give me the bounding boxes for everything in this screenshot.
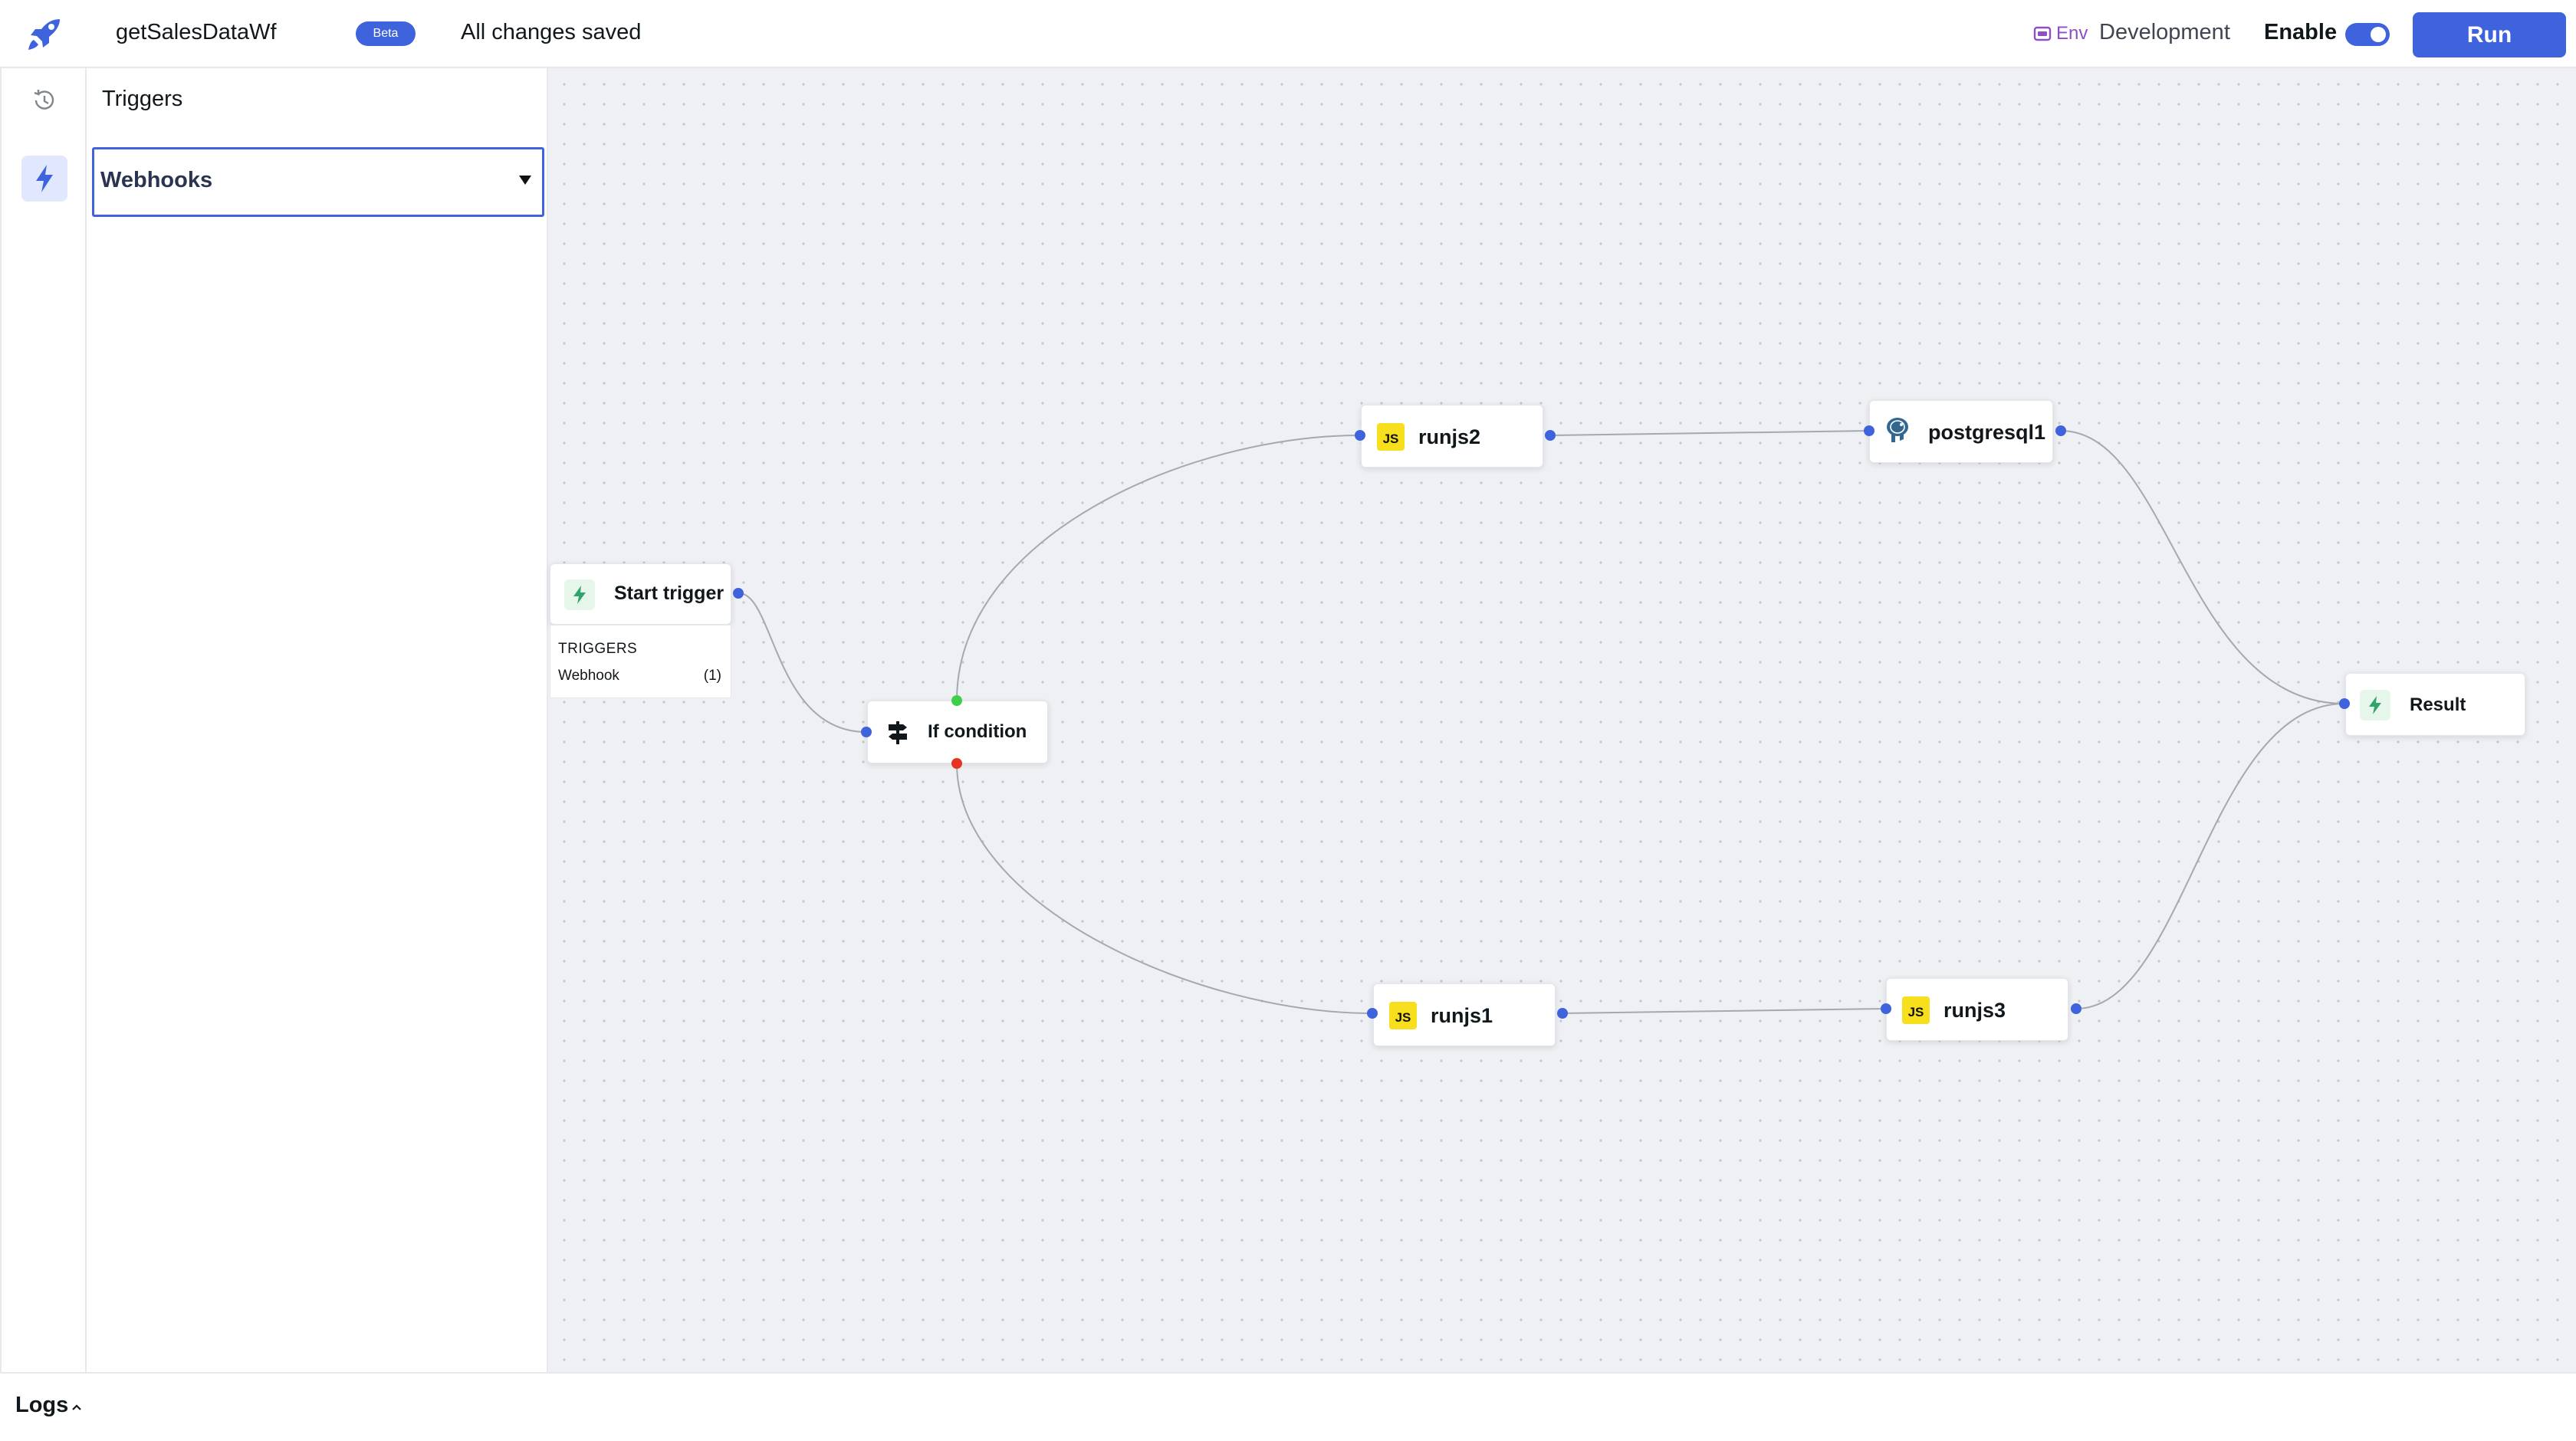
- chevron-up-icon[interactable]: [71, 1401, 83, 1413]
- if-condition-node[interactable]: If condition: [867, 701, 1048, 763]
- trigger-item-name[interactable]: Webhook: [558, 668, 619, 684]
- trigger-type-select[interactable]: Webhooks: [92, 147, 544, 217]
- result-icon: [2360, 690, 2390, 720]
- top-bar: getSalesDataWf Beta All changes saved En…: [0, 0, 2576, 68]
- javascript-icon: JS: [1389, 1002, 1417, 1029]
- if-condition-true-handle[interactable]: [951, 695, 962, 706]
- start-trigger-node[interactable]: Start trigger: [550, 563, 731, 625]
- if-condition-false-handle[interactable]: [951, 758, 962, 769]
- trigger-item-count: (1): [703, 668, 721, 684]
- start-trigger-label: Start trigger: [614, 583, 724, 604]
- panel-title: Triggers: [102, 87, 183, 111]
- runjs2-label: runjs2: [1418, 425, 1481, 448]
- postgresql1-out-handle[interactable]: [2055, 425, 2066, 436]
- start-trigger-out-handle[interactable]: [733, 588, 744, 599]
- triggers-panel: Triggers Webhooks: [87, 68, 548, 1372]
- env-tag: Env: [2056, 23, 2088, 44]
- runjs2-out-handle[interactable]: [1545, 430, 1556, 441]
- left-icon-rail: [0, 68, 87, 1372]
- history-button[interactable]: [21, 77, 67, 123]
- enable-toggle[interactable]: [2345, 23, 2390, 46]
- triggers-button[interactable]: [21, 156, 67, 202]
- if-condition-in-handle[interactable]: [861, 727, 872, 737]
- workflow-canvas[interactable]: [548, 68, 2576, 1372]
- runjs3-in-handle[interactable]: [1881, 1003, 1891, 1014]
- postgresql1-node[interactable]: postgresql1: [1869, 400, 2053, 463]
- runjs2-node[interactable]: JS runjs2: [1361, 405, 1543, 468]
- postgresql-icon: [1887, 418, 1908, 442]
- if-condition-label: If condition: [928, 721, 1027, 742]
- result-label: Result: [2410, 694, 2466, 715]
- beta-badge: Beta: [356, 21, 416, 46]
- signpost-icon: [889, 721, 907, 744]
- bolt-icon: [36, 165, 53, 192]
- workflow-name[interactable]: getSalesDataWf: [116, 20, 277, 44]
- select-value: Webhooks: [100, 168, 213, 192]
- javascript-icon: JS: [1902, 996, 1930, 1024]
- postgresql1-label: postgresql1: [1928, 421, 2046, 444]
- rocket-logo-icon[interactable]: [26, 17, 63, 52]
- postgresql1-in-handle[interactable]: [1864, 425, 1875, 436]
- history-icon: [34, 90, 54, 110]
- runjs1-node[interactable]: JS runjs1: [1373, 983, 1556, 1046]
- enable-label: Enable: [2264, 20, 2338, 44]
- runjs2-in-handle[interactable]: [1355, 430, 1365, 441]
- result-node[interactable]: Result: [2345, 673, 2525, 736]
- runjs1-label: runjs1: [1431, 1004, 1493, 1027]
- save-status: All changes saved: [461, 20, 642, 44]
- logs-bar[interactable]: Logs: [0, 1372, 2576, 1441]
- logs-label: Logs: [15, 1393, 69, 1417]
- run-button[interactable]: Run: [2413, 12, 2566, 57]
- bolt-icon: [2369, 696, 2381, 714]
- runjs3-out-handle[interactable]: [2071, 1003, 2082, 1014]
- runjs1-out-handle[interactable]: [1557, 1008, 1568, 1019]
- caret-down-icon: [519, 176, 531, 185]
- runjs3-node[interactable]: JS runjs3: [1886, 978, 2068, 1041]
- toggle-knob: [2371, 27, 2386, 42]
- bolt-icon: [573, 586, 586, 604]
- runjs1-in-handle[interactable]: [1367, 1008, 1378, 1019]
- triggers-heading: TRIGGERS: [558, 641, 638, 657]
- start-trigger-icon: [564, 579, 595, 610]
- environment-selector[interactable]: Development: [2099, 20, 2230, 44]
- javascript-icon: JS: [1377, 423, 1405, 451]
- environment-icon: [2033, 26, 2052, 41]
- result-in-handle[interactable]: [2339, 698, 2350, 709]
- runjs3-label: runjs3: [1944, 999, 2006, 1022]
- start-trigger-triggers-list: TRIGGERS Webhook (1): [550, 625, 731, 698]
